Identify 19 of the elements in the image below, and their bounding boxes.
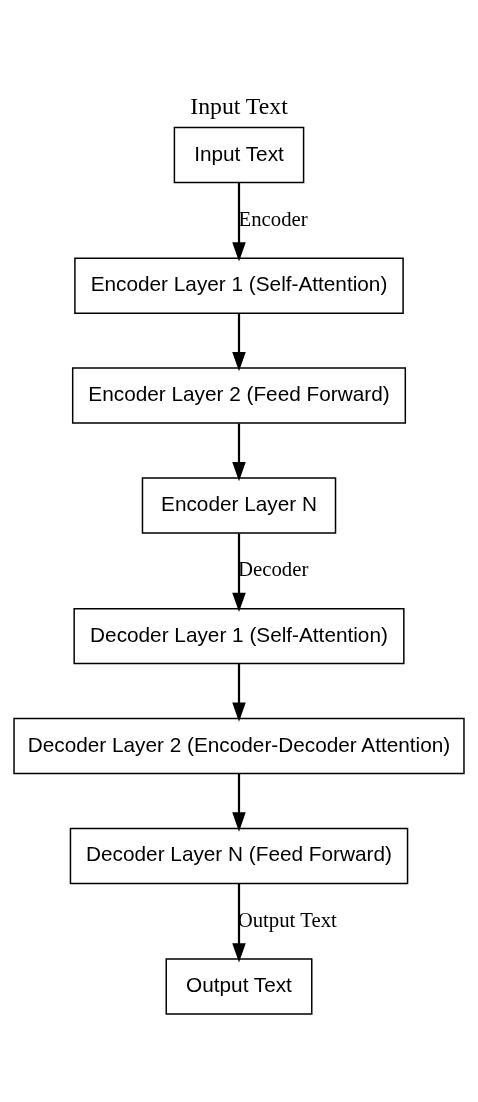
node-box: Output Text (165, 957, 313, 1015)
edge-label: Decoder (237, 556, 309, 580)
edge-label: Output Text (237, 907, 337, 931)
arrow (232, 663, 246, 722)
arrow (232, 423, 246, 481)
node-box: Decoder Layer N (Feed Forward) (69, 827, 409, 884)
edge-label: Encoder (238, 206, 308, 230)
arrow (232, 532, 246, 612)
arrow (232, 883, 246, 962)
arrow (232, 182, 246, 262)
node-box: Decoder Layer 2 (Encoder-Decoder Attention) (13, 717, 465, 774)
diagram-title: Input Text (190, 92, 288, 119)
node-box: Input Text (173, 126, 305, 183)
node-box: Encoder Layer 2 (Feed Forward) (71, 366, 407, 424)
node-box: Decoder Layer 1 (Self-Attention) (73, 607, 405, 664)
node-box: Encoder Layer 1 (Self-Attention) (74, 257, 404, 314)
node-box: Encoder Layer N (141, 476, 337, 534)
arrow (232, 313, 246, 371)
arrow (232, 773, 246, 832)
